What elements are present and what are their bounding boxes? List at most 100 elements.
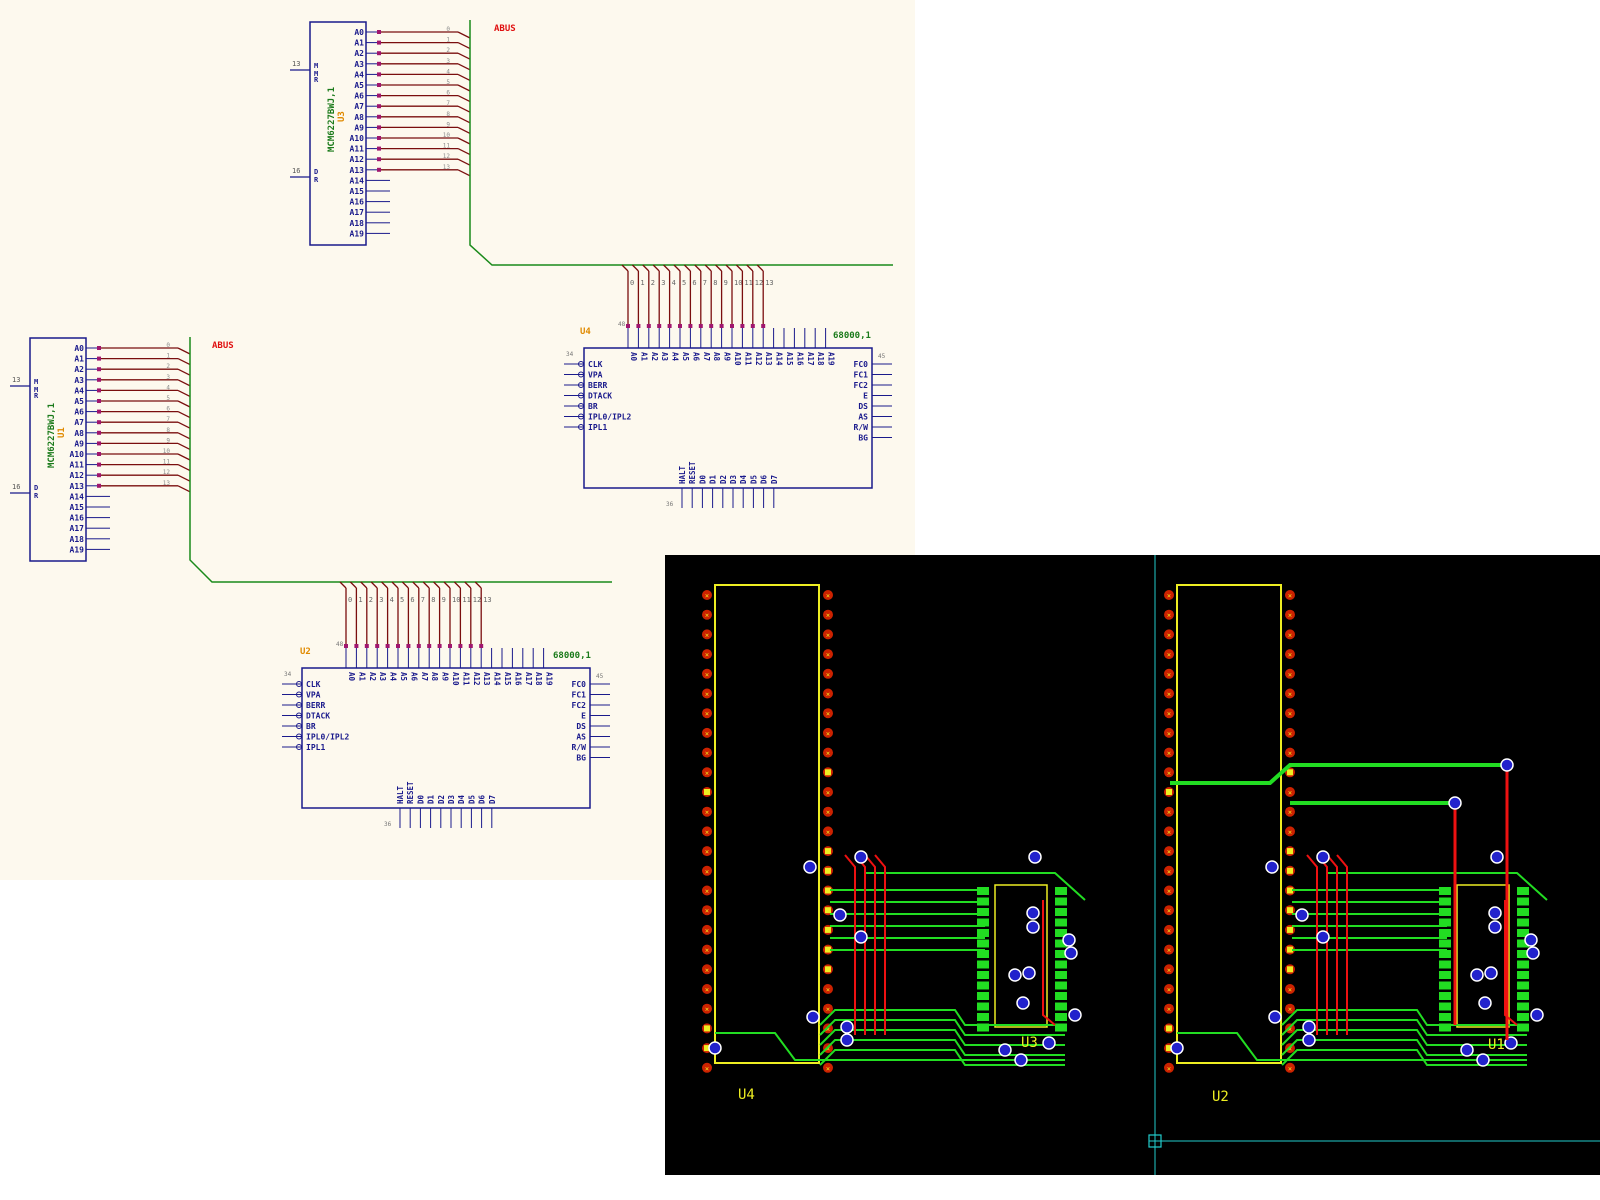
pcb-smd-pad — [1517, 908, 1529, 916]
pcb-via — [1488, 920, 1502, 934]
pcb-smd-pad — [1055, 887, 1067, 895]
bus-entry — [474, 581, 482, 589]
pcb-bottom-trace — [1306, 854, 1318, 1035]
eprom-body — [309, 21, 367, 246]
pcb-via — [1488, 906, 1502, 920]
pcb-bottom-trace — [1336, 854, 1348, 1035]
pcb-top-trace — [1327, 872, 1548, 901]
bus-wire-upper — [469, 20, 893, 266]
pcb-pad — [1164, 1003, 1174, 1014]
pcb-pad-marker — [825, 887, 831, 894]
pcb-pad-marker: × — [1288, 789, 1292, 797]
eprom-pin-label: A18 — [350, 219, 365, 228]
eprom-value: MCM6227BWJ,1 — [47, 403, 57, 468]
cpu-pin-label: A10 — [733, 352, 742, 366]
eprom-pin-dot — [97, 356, 101, 361]
pcb-power-trace — [1170, 763, 1507, 785]
bus-entry-number: 2 — [369, 596, 373, 604]
pcb-via — [998, 1043, 1012, 1057]
bus-entry — [457, 52, 471, 60]
cpu-pin-dot — [396, 644, 400, 648]
cpu-pin-dot — [667, 324, 672, 328]
pcb-pad — [702, 688, 712, 699]
pcb-smd-pad — [1439, 1023, 1451, 1032]
cpu-pin-label: BR — [306, 722, 316, 731]
cpu-pin-label: A17 — [524, 672, 533, 686]
pcb-top-trace — [819, 1009, 1065, 1026]
pcb-pad — [702, 590, 712, 600]
pcb-pad — [823, 668, 833, 679]
bus-entry — [401, 581, 409, 589]
cpu-pin-label: D6 — [760, 474, 769, 484]
pcb-smd-pad — [1517, 960, 1529, 969]
bus-entry-number: 5 — [166, 395, 170, 402]
cpu-pin-bubble — [296, 723, 302, 729]
eprom-pin-label: A13 — [70, 482, 85, 491]
pcb-pad — [1164, 649, 1174, 660]
cpu-pin-label: A2 — [650, 352, 659, 361]
cpu-pin-label: A18 — [534, 672, 543, 686]
cpu-pin-label: D3 — [729, 474, 738, 484]
bus-entry-number: 2 — [651, 279, 655, 287]
pcb-silkscreen-outline — [714, 584, 820, 1064]
pcb-pad-marker: × — [1167, 612, 1171, 620]
eprom-pin-dot — [97, 388, 101, 393]
bus-entry-number: 0 — [446, 26, 450, 33]
cpu-pin-label: A16 — [795, 352, 804, 366]
pcb-via — [1476, 1053, 1490, 1067]
pcb-pad-marker: × — [826, 789, 830, 797]
cpu-pin-label: FC1 — [854, 371, 869, 380]
cpu-pin-label: CLK — [306, 680, 321, 689]
pcb-pad-marker: × — [705, 750, 709, 758]
cpu-pin-number: 36 — [384, 821, 392, 828]
cpu-pin-label: D3 — [447, 794, 456, 804]
pcb-pad — [823, 708, 833, 719]
cpu-pin-bubble — [578, 361, 584, 367]
pcb-pad — [702, 865, 712, 876]
pcb-pad-marker: × — [1167, 848, 1171, 856]
pcb-smd-pad — [1055, 971, 1067, 979]
cpu-pin-dot — [646, 324, 651, 328]
cpu-pin-label: A7 — [702, 352, 711, 361]
pcb-via — [1016, 996, 1030, 1010]
cpu-pin-label: DTACK — [588, 392, 612, 401]
pcb-smd-pad — [977, 908, 989, 916]
pcb-pad-marker: × — [705, 1006, 709, 1014]
cpu-pin-bubble — [296, 733, 302, 740]
pcb-pad — [1164, 905, 1174, 916]
eprom-refdes: U3 — [337, 111, 347, 122]
pcb-pad-marker: × — [1167, 631, 1171, 639]
pcb-pad-marker: × — [1167, 691, 1171, 699]
pcb-pad — [1164, 865, 1174, 876]
eprom-pin-dot — [377, 30, 381, 34]
pcb-pad-marker — [1287, 946, 1293, 953]
pcb-pad — [1285, 727, 1295, 738]
pcb-pad-marker: × — [1167, 888, 1171, 896]
pcb-pad-marker: × — [705, 730, 709, 738]
cpu-pin-label: A0 — [347, 672, 356, 682]
bus-entry-number: 0 — [166, 342, 170, 349]
pcb-pad — [702, 1062, 712, 1073]
pcb-pad-marker — [1287, 966, 1293, 973]
bus-entry-number: 9 — [446, 121, 450, 128]
pcb-pad — [702, 846, 712, 857]
pcb-bottom-trace — [874, 854, 886, 1035]
pcb-pad — [823, 1062, 833, 1073]
bus-entry-number: 6 — [692, 279, 696, 287]
pcb-via — [1524, 933, 1538, 947]
pcb-pad-marker: × — [1288, 710, 1292, 718]
pcb-pad-marker: × — [705, 966, 709, 974]
eprom-pin-label: A9 — [74, 439, 84, 448]
pcb-bottom-trace — [864, 854, 876, 1035]
pcb-layout-canvas[interactable]: ××××××××××××××××××××××××××××××××××××××× … — [665, 555, 1600, 1175]
pcb-pad — [702, 944, 712, 955]
cpu-pin-bubble — [578, 392, 584, 399]
pcb-pad-marker: × — [1167, 986, 1171, 994]
pcb-pad-marker: × — [1288, 809, 1292, 817]
pcb-pad — [1285, 787, 1295, 797]
